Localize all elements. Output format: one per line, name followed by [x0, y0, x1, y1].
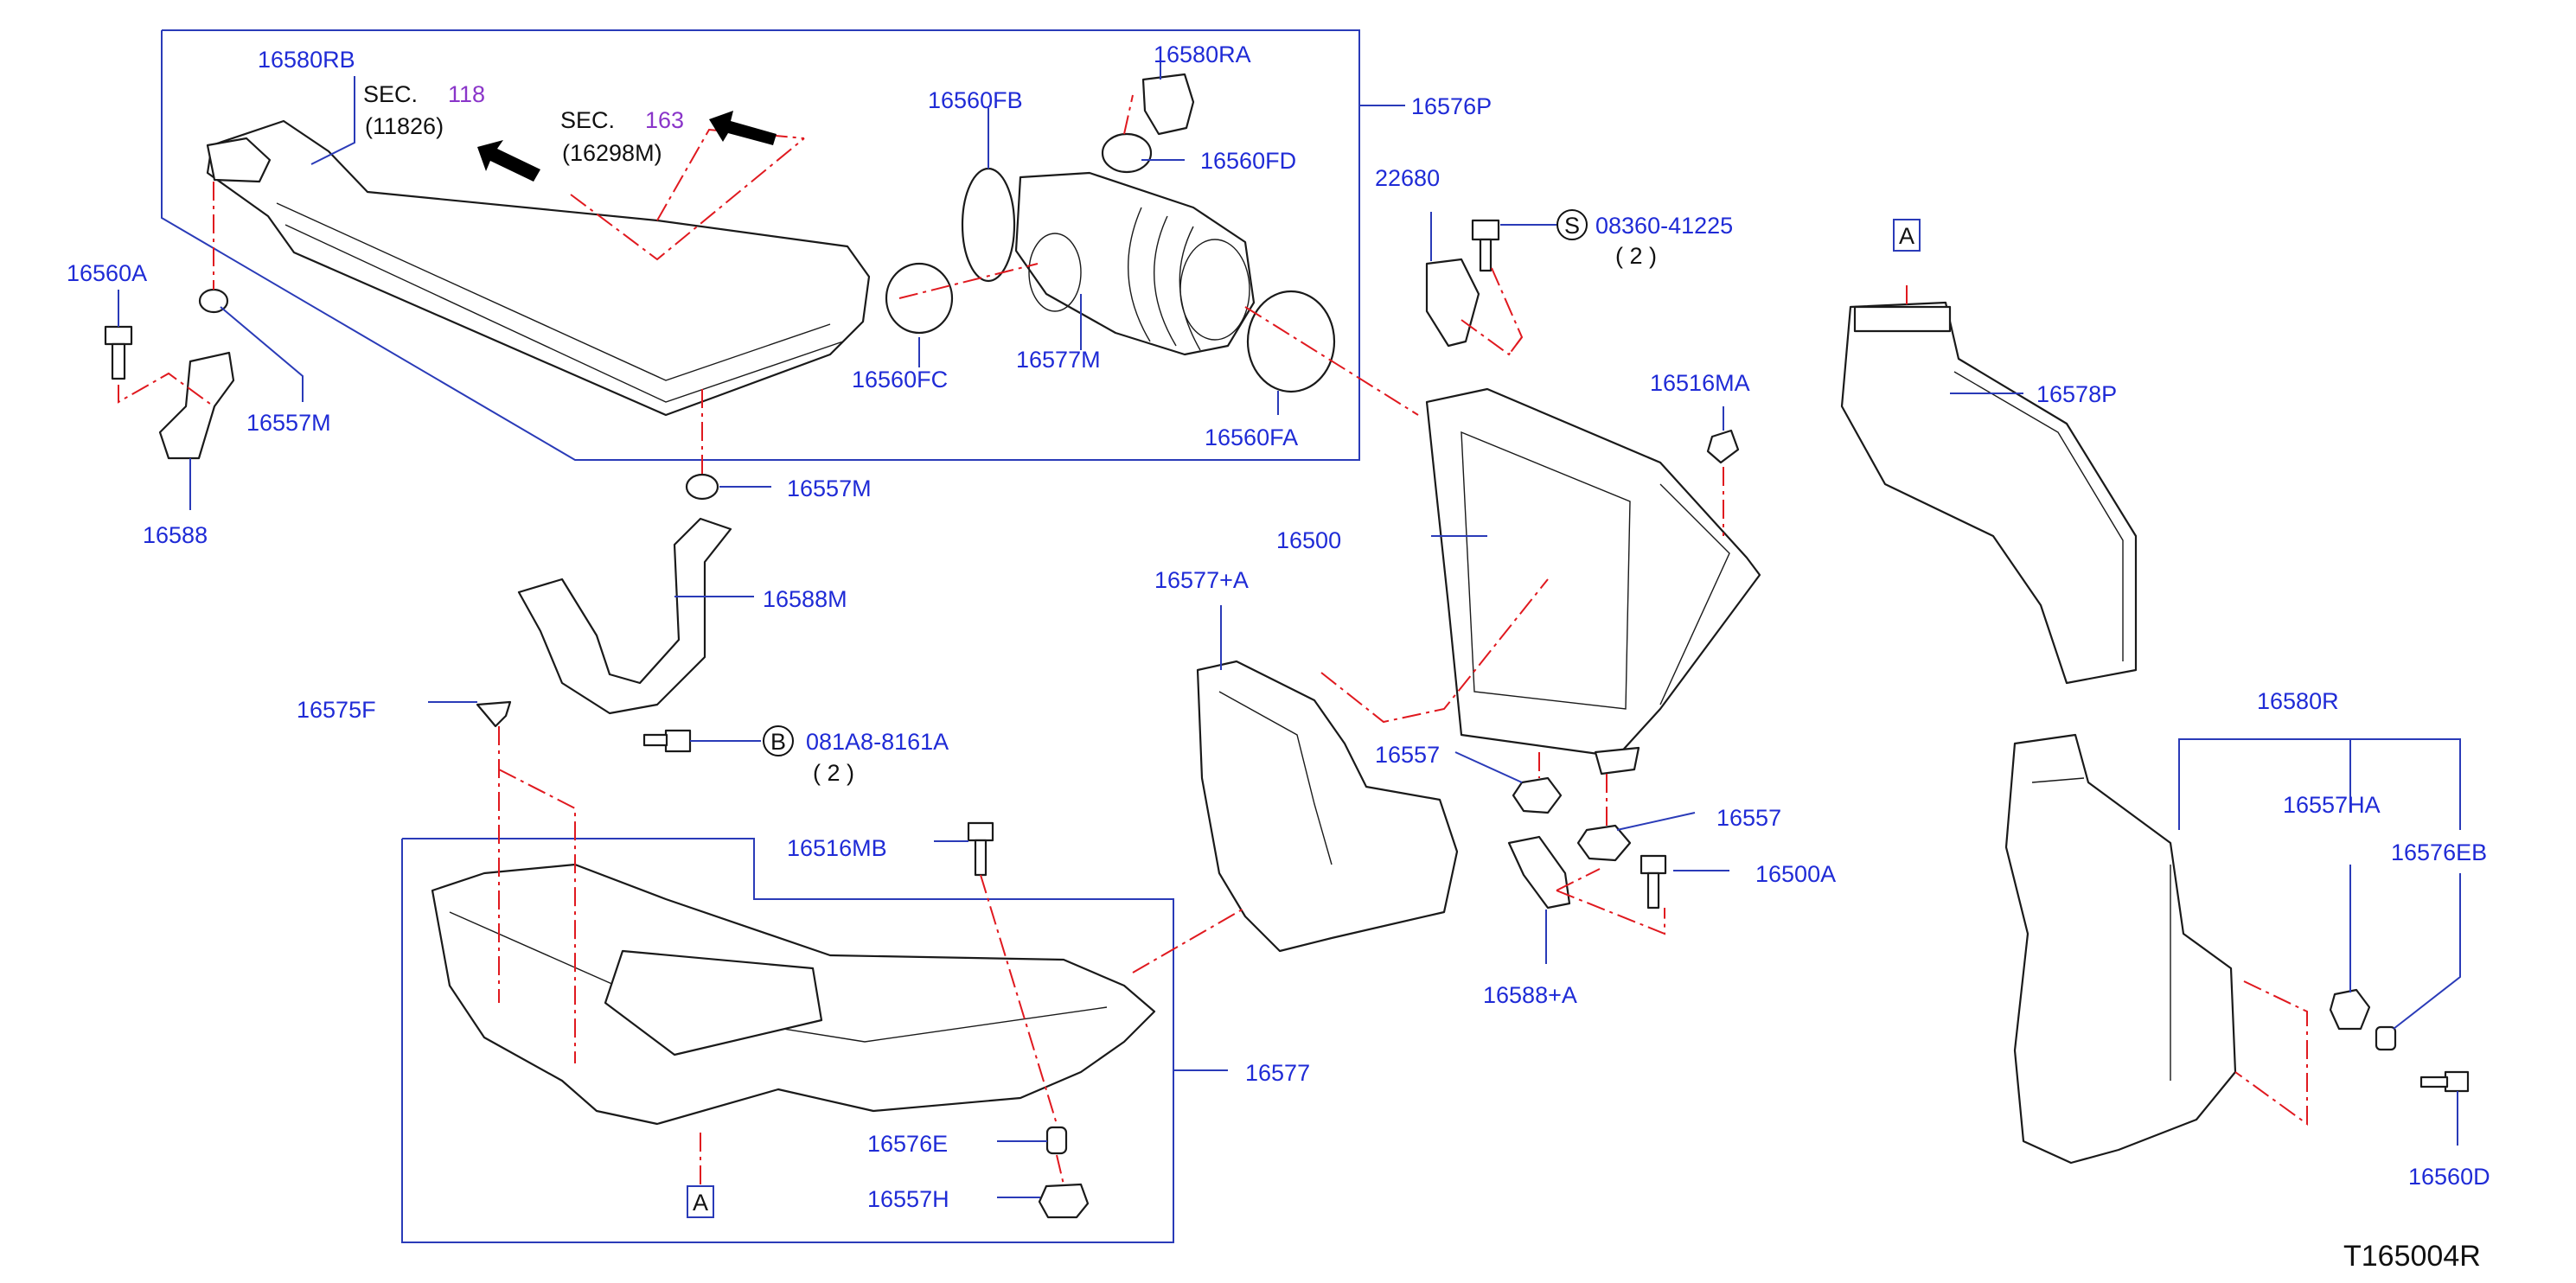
label-16516MB[interactable]: 16516MB [787, 835, 887, 861]
marker-s-letter: S [1564, 213, 1580, 239]
sensor-22680 [1425, 258, 1480, 348]
label-16576P[interactable]: 16576P [1411, 93, 1492, 119]
label-22680[interactable]: 22680 [1375, 165, 1440, 191]
sec-118-number[interactable]: 118 [448, 81, 485, 107]
label-16557-a[interactable]: 16557 [1375, 742, 1440, 768]
label-16560FC[interactable]: 16560FC [852, 367, 948, 393]
arrow-icon [709, 111, 777, 145]
bolt-spec-s-part[interactable]: 08360-41225 [1595, 213, 1733, 239]
bolt-081A8-8161A [642, 729, 692, 753]
marker-b-circle [763, 725, 794, 756]
collar-16576E [1045, 1126, 1068, 1155]
label-16588M[interactable]: 16588M [763, 586, 847, 612]
ref-box-a-lower [687, 1185, 714, 1218]
label-16500[interactable]: 16500 [1276, 527, 1341, 553]
collar-16576EB [2375, 1025, 2397, 1051]
ref-a-lower-label[interactable]: A [693, 1190, 708, 1216]
clamp-16560FA [1246, 290, 1336, 393]
leader-lines [118, 59, 2461, 1198]
tube-16580RA [1141, 73, 1195, 136]
bolt-spec-b-part[interactable]: 081A8-8161A [806, 729, 949, 755]
label-16577M[interactable]: 16577M [1016, 347, 1101, 373]
label-16560D[interactable]: 16560D [2408, 1164, 2490, 1190]
grommet-16557HA [2329, 988, 2371, 1031]
marker-s-circle [1556, 209, 1588, 240]
sec-118-code: (11826) [365, 113, 444, 139]
bolt-08360-41225 [1471, 219, 1500, 272]
clamp-16560FB [961, 167, 1016, 283]
assembly-lines [118, 94, 2308, 1185]
bracket-16588A [1507, 835, 1571, 910]
marker-b-letter: B [770, 729, 786, 755]
duct-upper-16580RB [206, 119, 871, 417]
label-16580R[interactable]: 16580R [2257, 688, 2339, 714]
nut-16516MA [1706, 429, 1740, 464]
label-16578P[interactable]: 16578P [2036, 381, 2117, 407]
label-16560A[interactable]: 16560A [67, 260, 147, 286]
clamp-16560FC [885, 262, 954, 335]
label-16516MA[interactable]: 16516MA [1650, 370, 1750, 396]
grommet-16557M-b [685, 473, 719, 501]
bolt-spec-s-qty: ( 2 ) [1615, 243, 1657, 269]
group-frame-upper [161, 29, 1360, 461]
ref-a-upper-label[interactable]: A [1899, 223, 1914, 249]
nut-16557-a [1512, 776, 1563, 814]
label-16577A[interactable]: 16577+A [1154, 567, 1249, 593]
ref-box-a-upper [1893, 219, 1921, 252]
label-16557-b[interactable]: 16557 [1716, 805, 1781, 831]
air-cleaner-16500 [1425, 387, 1761, 776]
label-16575F[interactable]: 16575F [297, 697, 376, 723]
label-16560FB[interactable]: 16560FB [928, 87, 1023, 113]
duct-16578P [1840, 301, 2138, 685]
label-16557HA[interactable]: 16557HA [2283, 792, 2381, 818]
label-16588A[interactable]: 16588+A [1483, 982, 1577, 1008]
sec-163-number[interactable]: 163 [645, 107, 684, 133]
label-16576E[interactable]: 16576E [867, 1131, 948, 1157]
group-frame-lower [401, 838, 1174, 1243]
label-16557M-a[interactable]: 16557M [246, 410, 331, 436]
label-16500A[interactable]: 16500A [1755, 861, 1836, 887]
clamp-16560FD [1101, 132, 1153, 174]
arrow-icon [477, 140, 540, 182]
bracket-16588M [517, 517, 732, 715]
bracket-16588 [158, 351, 235, 460]
label-16577[interactable]: 16577 [1245, 1060, 1310, 1086]
sec-163-code: (16298M) [562, 140, 662, 166]
duct-16577 [431, 863, 1156, 1126]
grommet-16557H [1038, 1183, 1090, 1219]
duct-16580R [2004, 733, 2237, 1165]
diagram-id: T165004R [2343, 1240, 2481, 1273]
sec-118-prefix: SEC. [363, 81, 418, 107]
label-16576EB[interactable]: 16576EB [2391, 839, 2487, 865]
bolt-16500A [1640, 854, 1667, 910]
nut-16557-b [1576, 824, 1632, 862]
bolt-spec-b-qty: ( 2 ) [813, 760, 854, 786]
resonator-16577A [1196, 660, 1459, 953]
label-16560FA[interactable]: 16560FA [1205, 424, 1298, 450]
bolt-16516MB [967, 821, 994, 877]
bellows-16577M [1014, 171, 1256, 356]
label-16580RA[interactable]: 16580RA [1154, 41, 1251, 67]
bolt-16560A [104, 325, 133, 380]
label-16560FD[interactable]: 16560FD [1200, 148, 1296, 174]
sec-163-prefix: SEC. [560, 107, 615, 133]
label-16588[interactable]: 16588 [143, 522, 208, 548]
clip-16575F [476, 700, 512, 728]
label-16580RB[interactable]: 16580RB [258, 47, 355, 73]
label-16557M-b[interactable]: 16557M [787, 476, 872, 501]
label-16557H[interactable]: 16557H [867, 1186, 949, 1212]
bolt-16560D [2419, 1070, 2470, 1093]
